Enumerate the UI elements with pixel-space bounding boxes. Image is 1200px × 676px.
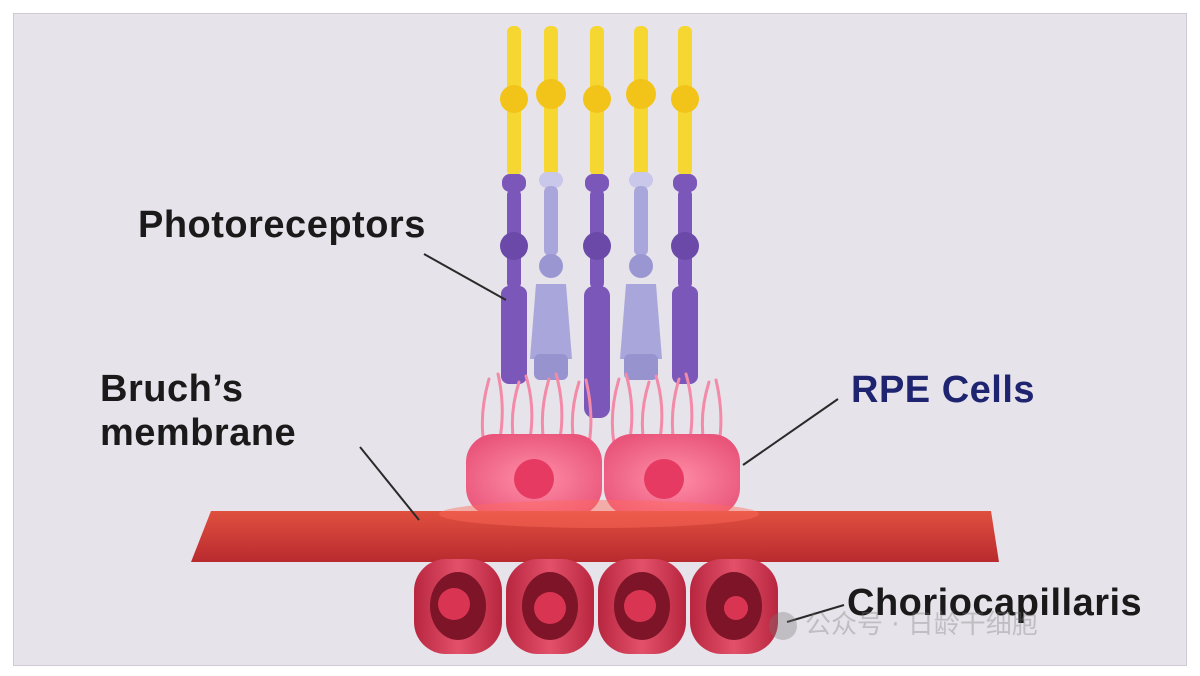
bruchs-membrane-label-line1: Bruch’s	[100, 368, 244, 410]
rpe-leader-line	[742, 398, 839, 466]
capillary-1	[414, 559, 502, 654]
photoreceptors-label: Photoreceptors	[138, 204, 426, 246]
bruchs-membrane	[191, 511, 999, 562]
rpe-cells-label: RPE Cells	[851, 369, 1036, 411]
rod-cell-1	[500, 26, 528, 384]
choriocapillaris-label: Choriocapillaris	[847, 582, 1143, 624]
bruchs-membrane-label-line2: membrane	[100, 412, 297, 454]
bruchs-membrane-label: Bruch’s membrane	[100, 367, 296, 455]
wechat-icon	[769, 611, 797, 640]
bruchs-leader-line	[359, 446, 420, 521]
capillary-3	[598, 559, 686, 654]
choriocapillaris-leader-line	[786, 604, 845, 623]
rpe-nucleus-1	[514, 459, 554, 499]
rpe-cells-group	[466, 372, 740, 516]
rod-cell-3	[671, 26, 699, 384]
rod-cell-2	[583, 26, 611, 418]
photoreceptors-group	[500, 26, 699, 418]
watermark: 公众号 · 日龄干细胞	[769, 604, 1038, 641]
cone-cell-2	[620, 26, 662, 380]
retina-layers-illustration	[191, 26, 999, 654]
photoreceptors-leader-line	[423, 253, 507, 301]
choriocapillaris-group	[414, 559, 778, 654]
rpe-nucleus-2	[644, 459, 684, 499]
diagram-frame: Photoreceptors Bruch’s membrane RPE Cell…	[13, 13, 1187, 666]
watermark-text: 公众号 · 日龄干细胞	[805, 610, 1038, 640]
capillary-4	[690, 559, 778, 654]
cone-cell-1	[530, 26, 572, 380]
capillary-2	[506, 559, 594, 654]
